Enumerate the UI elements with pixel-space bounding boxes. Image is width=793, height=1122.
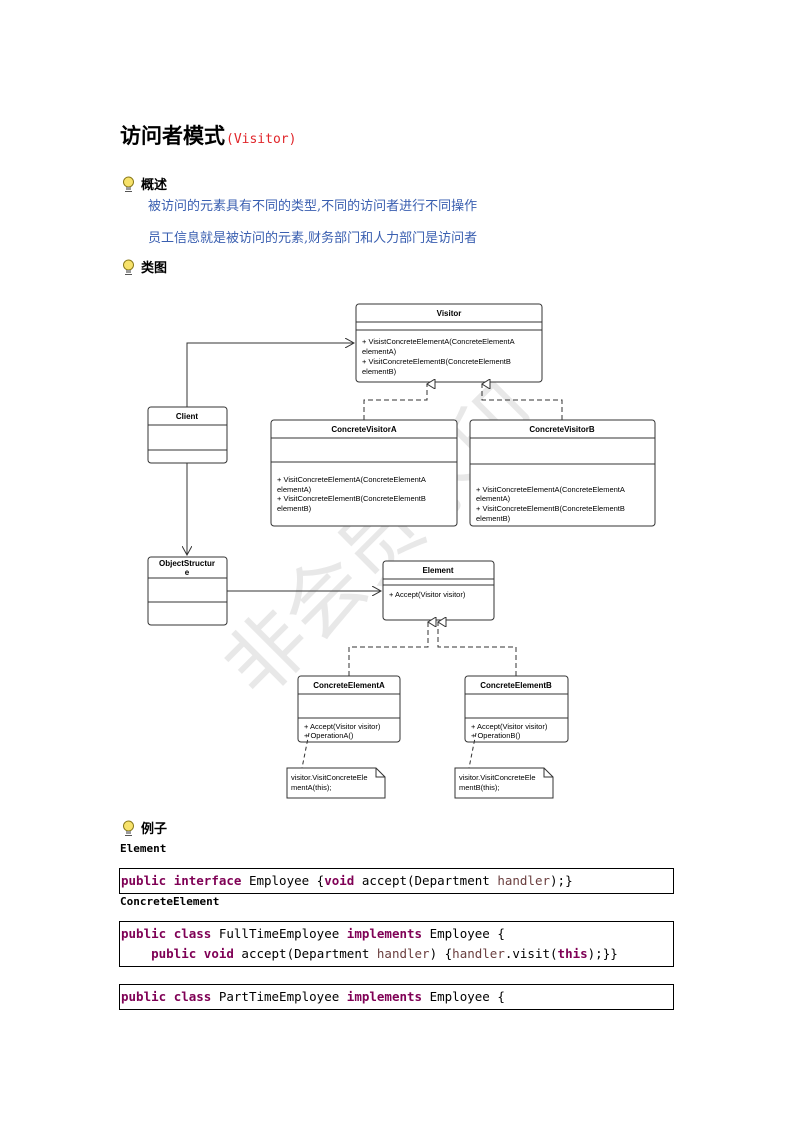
code-block-full-time: public class FullTimeEmployee implements…: [119, 921, 674, 967]
class-op: + OperationB(): [471, 731, 521, 740]
section-overview-heading: 概述: [121, 174, 167, 193]
class-op: + Accept(Visitor visitor): [389, 590, 466, 599]
example-heading-text: 例子: [141, 822, 168, 837]
class-name: ConcreteVisitorB: [529, 425, 594, 434]
class-diagram-heading-text: 类图: [141, 261, 168, 276]
class-concrete-element-a: ConcreteElementA + Accept(Visitor visito…: [297, 675, 401, 743]
note-text: mentB(this);: [459, 783, 499, 792]
lightbulb-icon: [123, 259, 134, 275]
class-op: + VisitConcreteElementB(ConcreteElementB: [476, 504, 625, 513]
class-object-structure: ObjectStructur e: [147, 556, 228, 626]
class-name: ObjectStructur: [159, 559, 215, 568]
realization-visitor-b: [482, 384, 563, 420]
note-text: mentA(this);: [291, 783, 331, 792]
uml-class-diagram: 非会员水印 Visitor + VisistConcreteElementA(C…: [147, 303, 656, 799]
class-op: + VisitConcreteElementB(ConcreteElementB: [362, 357, 511, 366]
class-op: elementA): [277, 485, 312, 494]
class-name: Visitor: [437, 309, 462, 318]
code-block-element: public interface Employee {void accept(D…: [119, 868, 674, 894]
note-anchor-b: [468, 732, 477, 769]
class-op: + OperationA(): [304, 731, 354, 740]
class-op: elementB): [277, 504, 312, 513]
overview-line-1: 被访问的元素具有不同的类型,不同的访问者进行不同操作: [148, 199, 478, 214]
class-op: + VisitConcreteElementA(ConcreteElementA: [277, 475, 426, 484]
class-op: + Accept(Visitor visitor): [471, 722, 548, 731]
section-class-diagram-heading: 类图: [121, 257, 167, 276]
class-element: Element + Accept(Visitor visitor): [382, 560, 495, 621]
element-label: Element: [120, 842, 167, 855]
page-title: 访问者模式(Visitor): [120, 120, 296, 150]
section-example-heading: 例子: [121, 818, 167, 837]
class-op: + VisistConcreteElementA(ConcreteElement…: [362, 337, 515, 346]
association-client-visitor: [186, 343, 354, 407]
title-sub: (Visitor): [226, 132, 297, 147]
note-b: visitor.VisitConcreteEle mentB(this);: [454, 767, 554, 799]
concrete-element-label: ConcreteElement: [120, 895, 220, 908]
class-concrete-visitor-a: ConcreteVisitorA + VisitConcreteElementA…: [270, 419, 458, 527]
diagram-connectors: [186, 343, 563, 769]
overview-heading-text: 概述: [141, 178, 168, 193]
class-op: elementB): [476, 514, 511, 523]
class-op: elementA): [476, 494, 511, 503]
realization-element-a: [348, 622, 428, 676]
class-name: ConcreteVisitorA: [331, 425, 396, 434]
note-a: visitor.VisitConcreteEle mentA(this);: [286, 767, 386, 799]
class-name: ConcreteElementB: [480, 681, 552, 690]
class-op: elementA): [362, 347, 397, 356]
lightbulb-icon: [123, 176, 134, 192]
realization-visitor-a: [363, 384, 427, 420]
class-name: Client: [176, 412, 199, 421]
class-name: Element: [422, 566, 453, 575]
lightbulb-icon: [123, 820, 134, 836]
watermark-text: 非会员水印: [206, 366, 555, 715]
class-op: + Accept(Visitor visitor): [304, 722, 381, 731]
class-op: + VisitConcreteElementB(ConcreteElementB: [277, 494, 426, 503]
class-concrete-element-b: ConcreteElementB + Accept(Visitor visito…: [464, 675, 569, 743]
overview-line-2: 员工信息就是被访问的元素,财务部门和人力部门是访问者: [148, 231, 478, 246]
class-name: ConcreteElementA: [313, 681, 385, 690]
class-visitor: Visitor + VisistConcreteElementA(Concret…: [355, 303, 543, 383]
note-anchor-a: [301, 732, 310, 769]
note-text: visitor.VisitConcreteEle: [291, 773, 368, 782]
class-op: + VisitConcreteElementA(ConcreteElementA: [476, 485, 625, 494]
title-main: 访问者模式: [120, 124, 225, 148]
class-op: elementB): [362, 367, 397, 376]
note-text: visitor.VisitConcreteEle: [459, 773, 536, 782]
realization-element-b: [438, 622, 517, 676]
class-concrete-visitor-b: ConcreteVisitorB + VisitConcreteElementA…: [469, 419, 656, 527]
code-block-part-time: public class PartTimeEmployee implements…: [119, 984, 674, 1010]
class-client: Client: [147, 406, 228, 464]
class-name: e: [185, 568, 190, 577]
